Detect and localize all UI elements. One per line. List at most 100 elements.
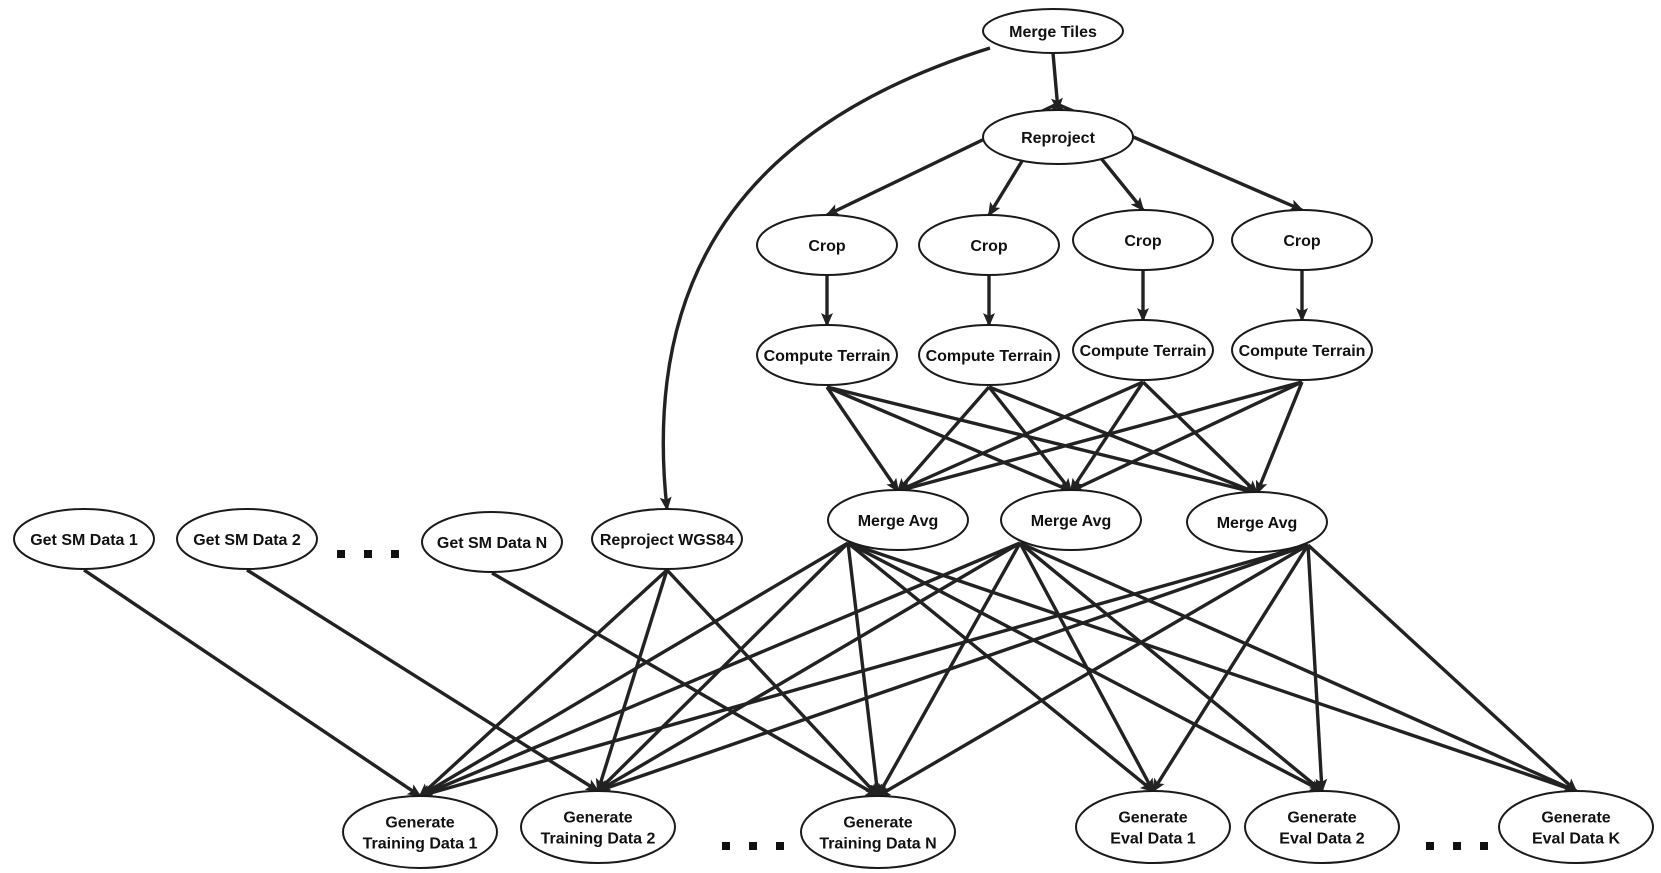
node-label: Merge Tiles bbox=[1009, 24, 1097, 41]
node-shape bbox=[13, 508, 155, 570]
edges-layer bbox=[83, 46, 1578, 799]
node-label: Generate bbox=[1541, 810, 1610, 827]
eval-ellipsis bbox=[1426, 842, 1488, 850]
node-label: Get SM Data N bbox=[437, 535, 547, 552]
node-terrain3: Compute Terrain bbox=[1072, 319, 1214, 381]
edge-terrain3-to-avg1 bbox=[896, 380, 1144, 493]
node-label: Reproject bbox=[1021, 130, 1095, 147]
node-shape bbox=[1072, 209, 1214, 271]
node-crop1: Crop bbox=[756, 214, 898, 276]
node-label: Eval Data 2 bbox=[1279, 831, 1364, 848]
node-label: Get SM Data 1 bbox=[30, 532, 138, 549]
node-shape bbox=[1000, 489, 1142, 551]
ellipsis-dot bbox=[722, 842, 730, 850]
edge-wgs84-to-trainN bbox=[665, 568, 880, 798]
edge-avg3-to-trainN bbox=[876, 543, 1309, 798]
node-shape bbox=[520, 790, 676, 864]
node-label: Crop bbox=[1124, 233, 1162, 250]
node-shape bbox=[1072, 319, 1214, 381]
ellipsis-dot bbox=[337, 550, 345, 558]
node-shape bbox=[1498, 790, 1654, 864]
node-label: Compute Terrain bbox=[926, 348, 1053, 365]
node-label: Crop bbox=[808, 238, 846, 255]
node-shape bbox=[918, 324, 1060, 386]
train-ellipsis bbox=[722, 842, 784, 850]
edge-avg3-to-evalK bbox=[1306, 543, 1578, 793]
edge-wgs84-to-train2 bbox=[595, 569, 669, 793]
node-merge_tiles: Merge Tiles bbox=[982, 8, 1124, 54]
edge-avg3-to-train2 bbox=[596, 543, 1309, 793]
node-terrain1: Compute Terrain bbox=[756, 324, 898, 386]
edge-avg1-to-eval1 bbox=[846, 541, 1155, 793]
node-label: Generate bbox=[385, 815, 454, 832]
node-shape bbox=[1244, 790, 1400, 864]
edge-avg2-to-eval1 bbox=[1018, 542, 1155, 793]
node-avg3: Merge Avg bbox=[1186, 491, 1328, 553]
edge-avg2-to-train2 bbox=[596, 541, 1021, 793]
node-shape bbox=[591, 508, 743, 570]
node-sm1: Get SM Data 1 bbox=[13, 508, 155, 570]
node-label: Reproject WGS84 bbox=[600, 532, 734, 549]
node-shape bbox=[342, 795, 498, 869]
ellipsis-dot bbox=[391, 550, 399, 558]
node-label: Get SM Data 2 bbox=[193, 532, 301, 549]
node-wgs84: Reproject WGS84 bbox=[591, 508, 743, 570]
edge-avg1-to-train1 bbox=[418, 541, 849, 798]
edge-wgs84-to-train1 bbox=[418, 568, 669, 798]
node-label: Training Data N bbox=[819, 836, 936, 853]
node-label: Training Data 1 bbox=[363, 836, 478, 853]
edge-terrain4-to-avg2 bbox=[1069, 380, 1303, 493]
node-sm2: Get SM Data 2 bbox=[176, 508, 318, 570]
node-reproject: Reproject bbox=[982, 109, 1134, 165]
node-crop3: Crop bbox=[1072, 209, 1214, 271]
edge-avg3-to-eval1 bbox=[1151, 544, 1310, 793]
edge-avg3-to-train1 bbox=[418, 543, 1309, 799]
node-shape bbox=[800, 795, 956, 869]
edge-avg2-to-train1 bbox=[418, 541, 1021, 798]
node-shape bbox=[918, 214, 1060, 276]
node-label: Eval Data 1 bbox=[1110, 831, 1195, 848]
edge-terrain1-to-avg1 bbox=[825, 386, 900, 493]
node-avg1: Merge Avg bbox=[827, 489, 969, 551]
edge-avg3-to-eval2 bbox=[1306, 544, 1328, 793]
node-label: Merge Avg bbox=[1217, 515, 1298, 532]
node-shape bbox=[1231, 209, 1373, 271]
ellipsis-layer bbox=[337, 550, 1488, 850]
node-crop4: Crop bbox=[1231, 209, 1373, 271]
node-label: Generate bbox=[563, 810, 632, 827]
edge-terrain2-to-avg1 bbox=[896, 385, 991, 493]
edge-merge_tiles-to-reproject bbox=[1050, 52, 1063, 112]
edge-terrain2-to-avg2 bbox=[987, 385, 1073, 493]
node-terrain2: Compute Terrain bbox=[918, 324, 1060, 386]
edge-merge_tiles-to-wgs84 bbox=[659, 46, 991, 511]
node-shape bbox=[421, 511, 563, 573]
node-label: Generate bbox=[843, 815, 912, 832]
node-shape bbox=[176, 508, 318, 570]
edge-terrain1-to-avg2 bbox=[826, 385, 1073, 493]
ellipsis-dot bbox=[776, 842, 784, 850]
node-shape bbox=[982, 109, 1134, 165]
edge-sm1-to-train1 bbox=[83, 568, 422, 798]
node-label: Generate bbox=[1118, 810, 1187, 827]
node-label: Eval Data K bbox=[1532, 831, 1620, 848]
node-shape bbox=[1186, 491, 1328, 553]
ellipsis-dot bbox=[1453, 842, 1461, 850]
node-label: Crop bbox=[970, 238, 1008, 255]
edge-terrain3-to-avg3 bbox=[1141, 380, 1259, 495]
node-label: Training Data 2 bbox=[541, 831, 656, 848]
node-label: Compute Terrain bbox=[764, 348, 891, 365]
node-label: Crop bbox=[1283, 233, 1321, 250]
edge-avg2-to-eval2 bbox=[1018, 541, 1324, 793]
node-shape bbox=[982, 8, 1124, 54]
node-label: Generate bbox=[1287, 810, 1356, 827]
node-shape bbox=[1075, 790, 1231, 864]
edge-terrain4-to-avg3 bbox=[1255, 381, 1304, 495]
edge-avg2-to-evalK bbox=[1019, 541, 1578, 793]
